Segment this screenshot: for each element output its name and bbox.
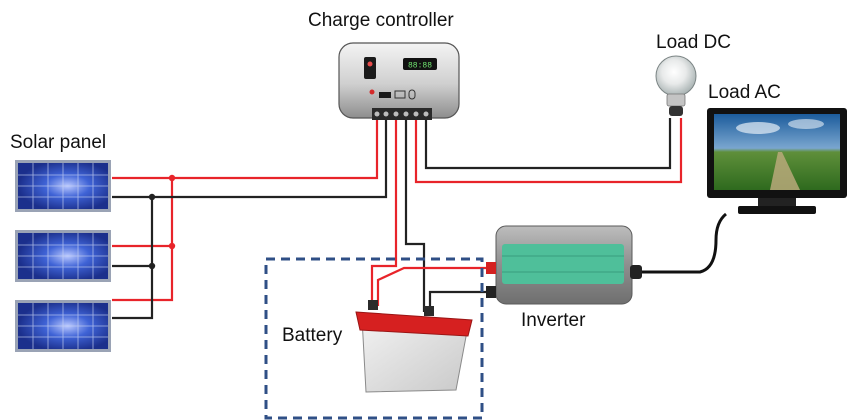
- controller-display-text: 88:88: [408, 62, 432, 71]
- load-dc-label: Load DC: [656, 32, 731, 53]
- inverter-label: Inverter: [521, 310, 586, 331]
- inverter-positive-terminal: [486, 262, 496, 274]
- battery-cap: [355, 311, 473, 337]
- inverter-ac-socket: [630, 265, 642, 279]
- solar-panel-label: Solar panel: [10, 132, 107, 153]
- charge-controller: 88:88: [338, 42, 460, 120]
- controller-to-battery-positive: [370, 118, 398, 306]
- junction-dot: [168, 174, 176, 182]
- battery-label: Battery: [282, 325, 343, 346]
- solar-to-controller-negative: [152, 118, 388, 199]
- television-icon: [707, 108, 847, 214]
- inverter-to-tv-cable: [638, 212, 727, 274]
- solar-negative-bus: [112, 195, 154, 320]
- battery-to-inverter-positive: [376, 266, 490, 306]
- controller-body: [338, 42, 460, 119]
- controller-power-switch: [364, 57, 376, 79]
- solar-positive-bus: [112, 176, 174, 302]
- controller-terminal-block: [372, 108, 432, 120]
- inverter-green-panel: [502, 244, 624, 284]
- battery-storage-boundary: [264, 257, 484, 420]
- controller-to-load-positive: [414, 118, 683, 184]
- load-ac-label: Load AC: [708, 82, 781, 103]
- controller-indicator-icon: [369, 89, 375, 95]
- battery-status-icon: [394, 90, 406, 99]
- battery-negative-terminal: [424, 306, 434, 316]
- battery-positive-terminal: [368, 300, 378, 310]
- battery-to-inverter-negative: [428, 290, 490, 312]
- junction-dot: [148, 262, 156, 270]
- controller-terminals: [374, 111, 429, 117]
- junctions: [148, 174, 176, 270]
- junction-dot: [168, 242, 176, 250]
- solar-panel: [15, 300, 111, 352]
- solar-panel: [15, 230, 111, 282]
- solar-panel: [15, 160, 111, 212]
- controller-led-icon: [367, 61, 373, 67]
- controller-display: [403, 58, 437, 70]
- junction-dot: [148, 193, 156, 201]
- battery: [355, 300, 473, 393]
- controller-to-load-negative: [424, 118, 672, 170]
- wiring: [112, 118, 727, 320]
- solar-to-controller-positive: [172, 118, 379, 180]
- solar-panel-array: [15, 160, 111, 352]
- usb-port-icon: [379, 92, 391, 98]
- load-status-icon: [408, 89, 416, 100]
- light-bulb-icon: [655, 55, 697, 116]
- controller-to-battery-negative: [404, 118, 426, 312]
- inverter-negative-terminal: [486, 286, 496, 298]
- inverter: [486, 225, 642, 305]
- charge-controller-label: Charge controller: [308, 10, 454, 31]
